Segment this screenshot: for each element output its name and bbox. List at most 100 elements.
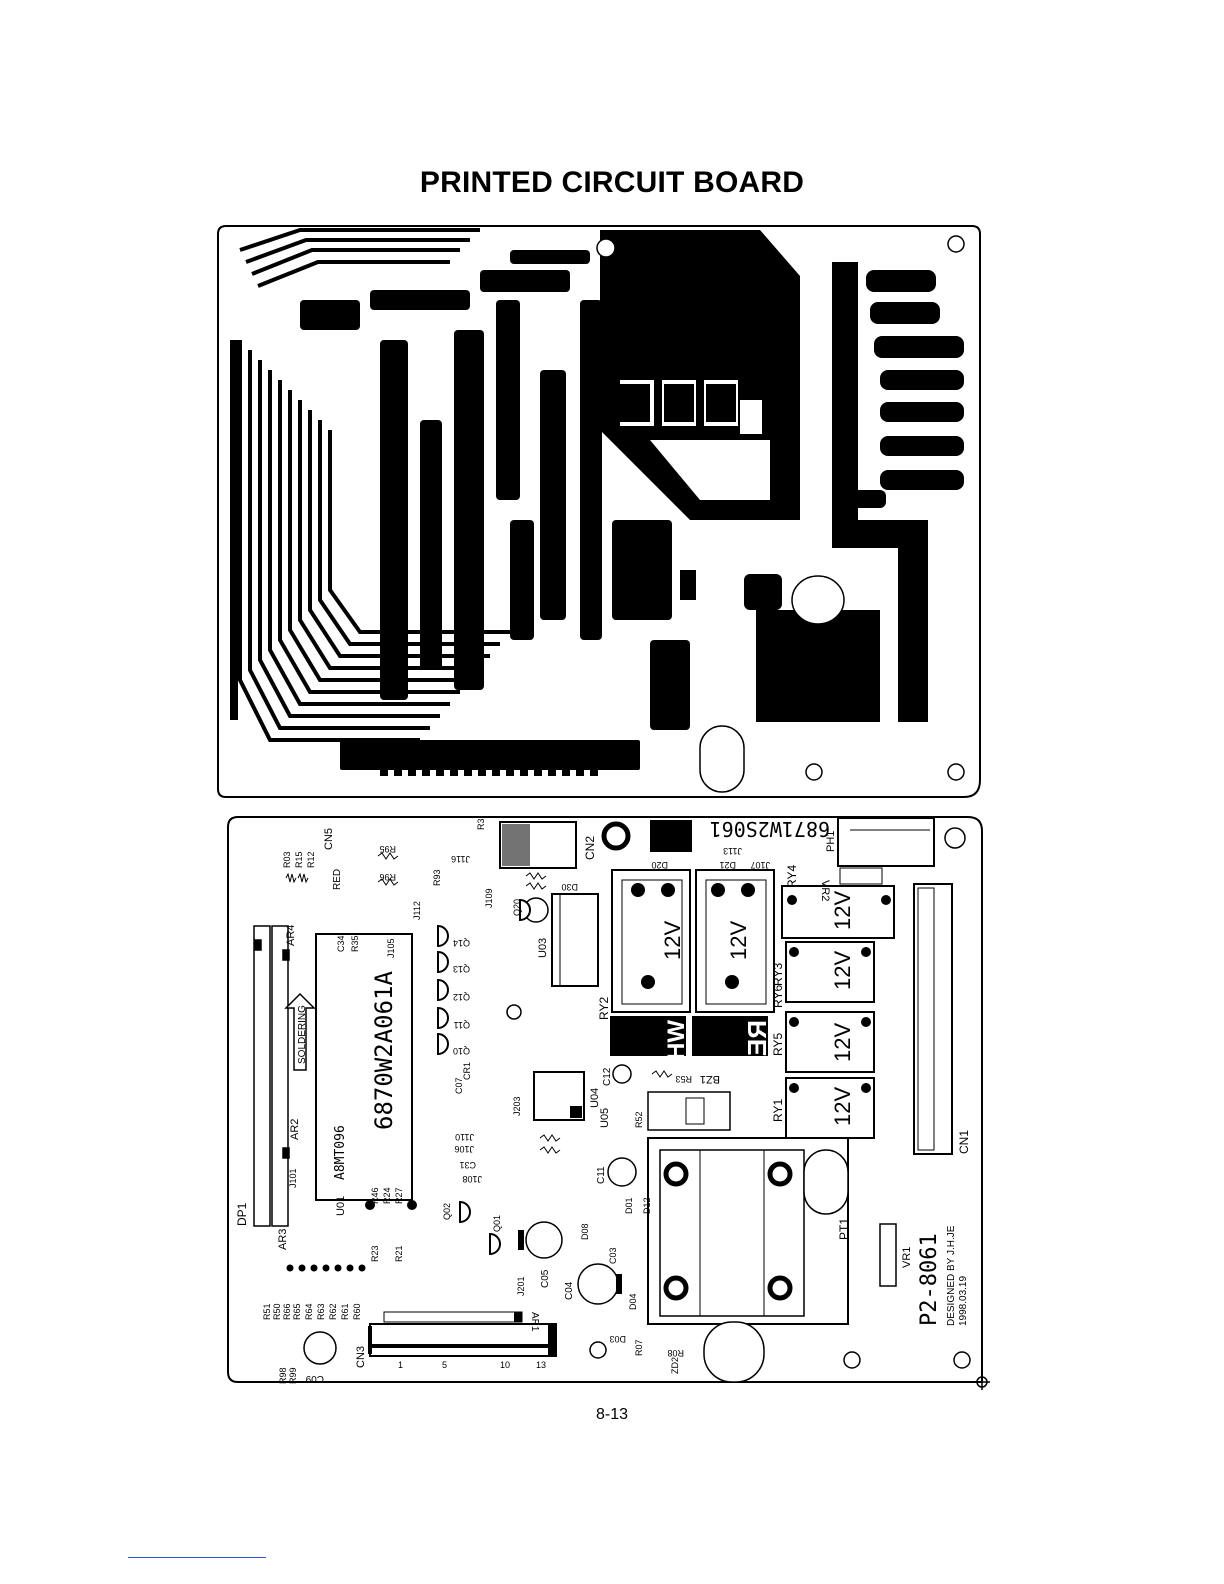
r66-label: R66	[282, 1303, 292, 1320]
r64-label: R64	[304, 1303, 314, 1320]
r21-label: R21	[394, 1245, 404, 1262]
wire-white-label: WHITE	[663, 1020, 690, 1097]
bz1-label: BZ1	[700, 1073, 720, 1085]
c31-label: C31	[459, 1160, 476, 1170]
r63-label: R63	[316, 1303, 326, 1320]
copper-blocks-left	[230, 250, 696, 770]
c11-label: C11	[596, 1166, 607, 1184]
diode-chain	[286, 1200, 417, 1272]
c03-label: C03	[608, 1247, 618, 1264]
resistor-label-column-bottom-left: R51 R50 R66 R65 R64 R63 R62 R61 R60 R98 …	[262, 1303, 362, 1384]
mounting-hole-top-right	[944, 827, 966, 849]
electrolytic-capacitors	[303, 897, 637, 1365]
wire-marker-red: RED	[692, 1016, 772, 1075]
relay-ry2: 12V	[611, 869, 691, 1013]
j106-label: J106	[454, 1144, 474, 1154]
copper-board-holes	[596, 235, 965, 793]
r65-label: R65	[292, 1303, 302, 1320]
r15-label: R15	[294, 851, 304, 868]
copper-pour-center	[600, 230, 800, 520]
vr2-label: VR2	[819, 880, 831, 901]
relay-ry5-voltage: 12V	[830, 1023, 855, 1062]
board-id: P2-8061	[917, 1233, 942, 1326]
electrolytic-cap-bands	[518, 1230, 622, 1294]
ry4-label: RY4	[785, 865, 799, 888]
q10-label: Q10	[453, 1046, 470, 1056]
r12-label: R12	[306, 851, 316, 868]
transistors	[437, 898, 531, 1256]
r96-label: R96	[379, 872, 396, 882]
ph1-block: PH1 VR2	[819, 817, 935, 901]
relay-ry6-voltage: 12V	[726, 921, 751, 960]
pt1-label: PT1	[837, 1218, 851, 1240]
relay-ry4: 12V	[781, 885, 895, 939]
r3-label: R3	[476, 818, 486, 830]
resistor-symbols	[285, 852, 673, 1154]
j108-label: J108	[462, 1174, 482, 1184]
j201-label: J201	[516, 1276, 526, 1296]
ry3-label: RY3	[771, 963, 785, 986]
c09-label: C09	[305, 1373, 324, 1384]
j116-label: J116	[451, 854, 470, 864]
designer-label: DESIGNED BY J.H.JE	[946, 1225, 957, 1326]
relay-ry3: 12V	[785, 941, 875, 1003]
q02-label: Q02	[442, 1203, 452, 1220]
j101-label: J101	[288, 1168, 298, 1188]
relay-ry3-voltage: 12V	[830, 951, 855, 990]
r60-label: R60	[352, 1303, 362, 1320]
d03-label: D03	[609, 1334, 626, 1344]
j105-label: J105	[386, 938, 396, 958]
component-board-holes	[506, 1004, 971, 1369]
relay-ry4-voltage: 12V	[830, 891, 855, 930]
resistor-label-column-left: R03 R15 R12 CN5 RED R95 R96 R93 J116 R3 …	[282, 818, 770, 1374]
buzzer-bz1: BZ1	[647, 1073, 731, 1131]
r46-label: R46	[370, 1187, 380, 1204]
c05-label: C05	[540, 1269, 551, 1288]
transistor-labels: Q14 Q13 Q12 Q11 Q10	[453, 938, 470, 1056]
ic-u03: U03	[537, 893, 599, 987]
d20-label: D20	[651, 860, 668, 870]
cn1-label: CN1	[957, 1130, 971, 1154]
ar3-label: AR3	[277, 1229, 289, 1250]
component-board: 6871W2S061 6870W2A061A A8MT096 U01 DP1 A…	[227, 816, 990, 1390]
r98-label: R98	[278, 1367, 288, 1384]
relay-ry2-voltage: 12V	[660, 921, 685, 960]
copper-pad-rows	[380, 760, 598, 776]
copper-pour-right	[744, 262, 964, 722]
vr1-label: VR1	[901, 1247, 913, 1268]
zd2-label: ZD2	[670, 1357, 680, 1374]
cn2-label: CN2	[583, 836, 597, 860]
j203-label: J203	[512, 1096, 522, 1116]
j113-label: J113	[723, 846, 742, 856]
page-title: PRINTED CIRCUIT BOARD	[419, 166, 805, 199]
wire-marker-white: WHITE	[610, 1016, 690, 1097]
d04-label: D04	[628, 1293, 638, 1310]
c34-label: C34	[336, 935, 346, 952]
display-connector-dp1	[253, 925, 290, 1227]
d21-label: D21	[719, 860, 736, 870]
relay-ry1: 12V	[785, 1077, 875, 1139]
registration-mark	[974, 1374, 990, 1390]
part-number-box	[650, 820, 692, 852]
connector-cn2: CN2	[499, 821, 597, 869]
dp1-label: DP1	[235, 1202, 249, 1226]
cn3-pin-10: 10	[500, 1360, 510, 1370]
c04-label: C04	[564, 1281, 575, 1300]
r99-label: R99	[288, 1367, 298, 1384]
d30-label: D30	[561, 882, 578, 892]
relay-ry1-voltage: 12V	[830, 1087, 855, 1126]
q01-label: Q01	[492, 1215, 502, 1232]
transformer-pt1: PT1	[647, 1137, 851, 1383]
r95-label: R95	[379, 844, 396, 854]
soldering-label: SOLDERING	[297, 1005, 308, 1064]
ic-u01: 6870W2A061A A8MT096 U01	[315, 933, 413, 1216]
u03-label: U03	[537, 938, 549, 958]
ry6-label: RY6	[771, 985, 785, 1008]
connector-cn3: CN3 1 5 10 13	[355, 1323, 557, 1370]
ic-sub-label: A8MT096	[333, 1125, 348, 1180]
mounting-hole-cn2	[601, 821, 631, 851]
ar4-label: AR4	[285, 925, 297, 946]
c07-label: C07	[454, 1077, 464, 1094]
page-number: 8-13	[595, 1406, 629, 1423]
